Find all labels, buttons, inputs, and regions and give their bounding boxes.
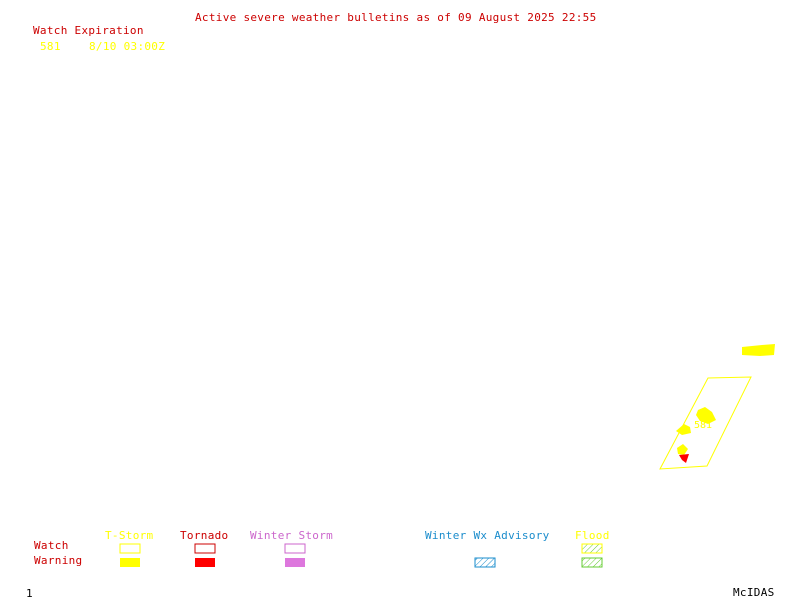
legend-tstorm-warning-swatch	[120, 558, 140, 567]
tstorm-warning-area-east	[742, 344, 775, 356]
tstorm-warning-area-central	[696, 407, 716, 424]
watch-map-label: 581	[694, 420, 712, 431]
watch-list-heading: Watch Expiration	[33, 24, 144, 37]
tornado-warning-area	[679, 454, 689, 463]
brand-label: McIDAS	[733, 586, 775, 599]
watch-581-outline	[659, 376, 752, 470]
watch-number: 581	[40, 40, 61, 53]
frame-number: 1	[26, 587, 33, 600]
legend-tornado-watch-swatch	[194, 543, 216, 554]
legend-winter-advisory-label: Winter Wx Advisory	[425, 529, 550, 542]
page-title: Active severe weather bulletins as of 09…	[195, 11, 597, 24]
legend-winter-storm-watch-swatch	[284, 543, 306, 554]
watch-expiration-time: 8/10 03:00Z	[89, 40, 166, 53]
legend-flood-watch-swatch	[581, 543, 603, 554]
legend-winter-storm-label: Winter Storm	[250, 529, 334, 542]
legend-warning-row-label: Warning	[34, 554, 83, 567]
legend-flood-warning-swatch	[581, 557, 603, 568]
legend-tornado-warning-swatch	[195, 558, 215, 567]
legend-tstorm-label: T-Storm	[105, 529, 154, 542]
legend-winter-storm-warning-swatch	[285, 558, 305, 567]
legend-tornado-label: Tornado	[180, 529, 229, 542]
legend-winter-advisory-swatch	[474, 557, 496, 568]
tstorm-warning-area-south	[677, 444, 688, 455]
legend-tstorm-watch-swatch	[119, 543, 141, 554]
legend-flood-label: Flood	[575, 529, 610, 542]
tstorm-warning-area-west	[676, 424, 691, 435]
legend-watch-row-label: Watch	[34, 539, 69, 552]
